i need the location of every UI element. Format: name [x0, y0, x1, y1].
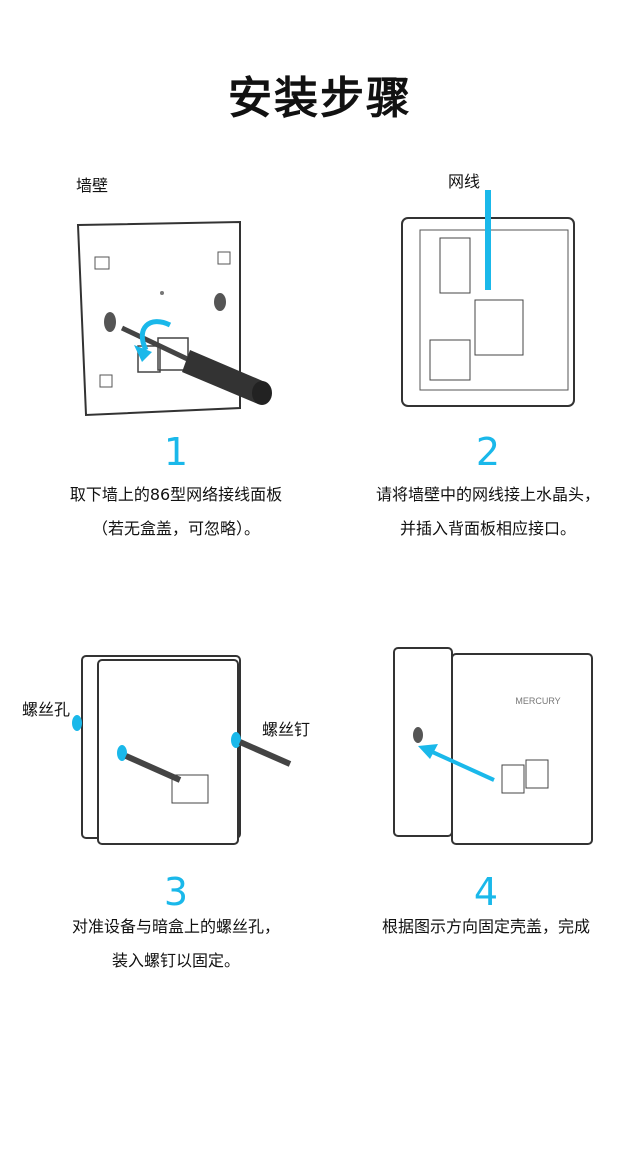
- step-1-desc-line1: 取下墙上的86型网络接线面板: [69, 485, 283, 504]
- step-2-desc-line2: 并插入背面板相应接口。: [399, 519, 576, 538]
- step-2-desc-line1: 请将墙壁中的网线接上水晶头，: [375, 485, 600, 504]
- brand-logo: MERCURY: [515, 696, 560, 706]
- port-box: [171, 774, 209, 804]
- screw-hole-marker: [117, 745, 127, 761]
- screwdriver-icon: [120, 325, 272, 405]
- rotate-arrow-head: [134, 345, 152, 362]
- step-1-number: 1: [163, 430, 189, 474]
- screw-label: 螺丝钉: [262, 720, 311, 739]
- port-box: [501, 764, 525, 794]
- panel-hole: [160, 291, 164, 295]
- cover-panel: [451, 653, 593, 845]
- back-component: [429, 339, 471, 381]
- back-component: [439, 237, 471, 294]
- step-1: 墙壁 1 取下墙上的86型网络接线面板 （若无盒盖，可忽略）。: [0, 160, 320, 680]
- step-4-illustration: MERCURY: [393, 647, 593, 845]
- panel-clip: [217, 251, 231, 265]
- step-4-desc-line1: 根据图示方向固定壳盖，完成: [381, 917, 590, 936]
- screw-icon: [238, 739, 292, 767]
- arrow-head-icon: [418, 744, 438, 759]
- port-box: [137, 345, 161, 373]
- screw-hole: [413, 727, 423, 743]
- screw-hole: [214, 293, 226, 311]
- screw-hole-label: 螺丝孔: [22, 700, 71, 719]
- screw-hole: [104, 312, 116, 332]
- panel-clip: [99, 374, 113, 388]
- port-box: [525, 759, 549, 789]
- step-2: 网线 2 请将墙壁中的网线接上水晶头， 并插入背面板相应接口。: [320, 160, 640, 680]
- wall-label: 墙壁: [76, 176, 109, 195]
- rotate-arrow-icon: [139, 319, 172, 352]
- step-1-illustration: [76, 220, 272, 417]
- step-4-number: 4: [473, 870, 499, 914]
- panel-clip: [94, 256, 110, 270]
- back-box: [393, 647, 453, 837]
- step-3: 螺丝孔 螺丝钉 3 对准设备与暗盒上的螺丝孔， 装入螺钉以固定。: [0, 640, 320, 1160]
- step-2-number: 2: [475, 430, 501, 474]
- device-panel: [97, 659, 239, 845]
- step-3-number: 3: [163, 870, 189, 914]
- step-2-illustration: [401, 190, 575, 407]
- screw-icon: [124, 753, 182, 783]
- back-panel-inner: [419, 229, 569, 391]
- step-3-illustration: [72, 655, 292, 845]
- step-3-desc-line1: 对准设备与暗盒上的螺丝孔，: [71, 917, 280, 936]
- back-component: [474, 299, 524, 356]
- cable-label: 网线: [448, 172, 481, 191]
- screw-hole-marker: [231, 732, 241, 748]
- step-4: MERCURY 4 根据图示方向固定壳盖，完成: [320, 640, 640, 1160]
- step-3-desc-line2: 装入螺钉以固定。: [111, 951, 240, 970]
- arrow-icon: [427, 748, 495, 782]
- port-box: [157, 337, 189, 371]
- page-title: 安装步骤: [228, 73, 412, 124]
- step-1-desc-line2: （若无盒盖，可忽略）。: [91, 519, 260, 538]
- screw-hole-marker: [72, 715, 82, 731]
